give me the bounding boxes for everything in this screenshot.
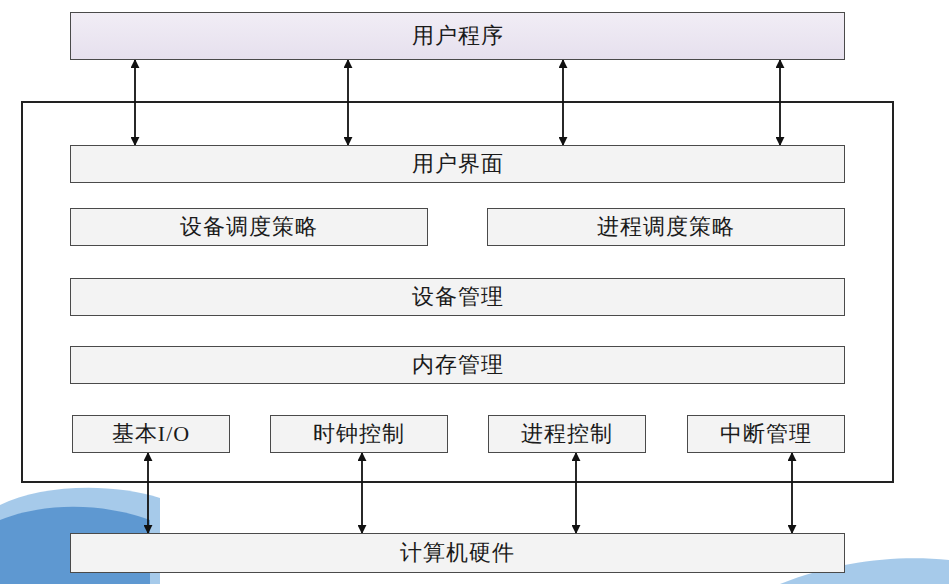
layer-box: 时钟控制 [270,415,448,453]
double-arrow [791,453,793,533]
os-frame [22,102,893,482]
double-arrow [134,60,136,145]
layer-box: 基本I/O [72,415,230,453]
box-label: 用户程序 [412,21,504,51]
layer-box: 进程控制 [488,415,646,453]
double-arrow [779,60,781,145]
layer-box: 设备管理 [70,278,845,316]
box-label: 基本I/O [112,419,190,449]
box-label: 设备调度策略 [180,212,318,242]
box-label: 用户界面 [412,149,504,179]
layer-box: 内存管理 [70,346,845,384]
box-label: 中断管理 [720,419,812,449]
double-arrow [347,60,349,145]
layer-box: 中断管理 [687,415,845,453]
double-arrow [575,453,577,533]
layer-box: 设备调度策略 [70,208,428,246]
layer-box: 进程调度策略 [487,208,845,246]
box-label: 内存管理 [412,350,504,380]
layer-box: 用户程序 [70,12,845,60]
box-label: 时钟控制 [313,419,405,449]
double-arrow [562,60,564,145]
box-label: 计算机硬件 [400,538,515,568]
layer-box: 用户界面 [70,145,845,183]
box-label: 进程控制 [521,419,613,449]
box-label: 进程调度策略 [597,212,735,242]
layer-box: 计算机硬件 [70,533,845,573]
double-arrow [361,453,363,533]
double-arrow [147,453,149,533]
box-label: 设备管理 [412,282,504,312]
